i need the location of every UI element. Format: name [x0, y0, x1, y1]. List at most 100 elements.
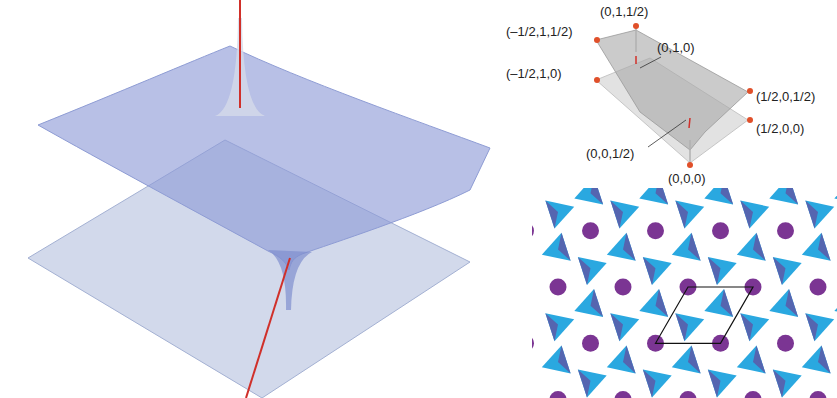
- tetrahedron-face: [818, 345, 831, 373]
- tetrahedron-face: [818, 233, 831, 261]
- tetrahedron: [802, 233, 831, 261]
- tetrahedron: [643, 257, 672, 285]
- surface-render: [28, 0, 490, 398]
- coordinate-label: (–1/2,1,0): [506, 66, 562, 81]
- coordinate-label: (0,0,0): [668, 171, 706, 186]
- tetrahedron-face: [591, 188, 604, 205]
- tetrahedron-face: [721, 188, 734, 205]
- point-marker: [594, 37, 600, 43]
- tetrahedron-face: [643, 257, 656, 285]
- cation-atom: [680, 391, 697, 398]
- tetrahedron: [737, 233, 766, 261]
- red-line: [689, 118, 690, 128]
- tetrahedron-face: [688, 345, 701, 373]
- upper-surface: [38, 46, 490, 270]
- tetrahedron: [834, 188, 837, 205]
- tetrahedron-face: [753, 345, 766, 373]
- tetrahedron-face: [623, 345, 636, 373]
- tetrahedron: [704, 289, 733, 317]
- spike: [635, 28, 637, 52]
- tetrahedron: [542, 233, 571, 261]
- tetrahedron-face: [740, 201, 753, 229]
- tetrahedron: [610, 201, 639, 229]
- point-marker: [633, 23, 639, 29]
- tetrahedron: [740, 313, 769, 341]
- spike: [689, 140, 691, 163]
- tetrahedron: [769, 188, 798, 205]
- cation-atom: [615, 279, 632, 296]
- tetrahedron: [773, 257, 802, 285]
- tetrahedron: [574, 289, 603, 317]
- tetrahedron-face: [643, 370, 656, 398]
- tetrahedron-face: [786, 289, 799, 317]
- coordinate-label: (0,0,1/2): [586, 146, 634, 161]
- cation-atom: [777, 335, 794, 352]
- point-marker: [747, 88, 753, 94]
- coordinate-label: (0,1,1/2): [600, 4, 648, 19]
- tetrahedron: [545, 313, 574, 341]
- tetrahedron: [672, 233, 701, 261]
- unit-cell: [656, 287, 754, 343]
- tetrahedron-face: [688, 233, 701, 261]
- cation-atom: [550, 391, 567, 398]
- cation-atom: [550, 279, 567, 296]
- tetrahedron-face: [558, 345, 571, 373]
- cation-atom: [615, 391, 632, 398]
- tetrahedron: [578, 370, 607, 398]
- point-marker: [594, 77, 600, 83]
- tetrahedron: [607, 233, 636, 261]
- tetrahedron-face: [545, 201, 558, 229]
- cation-atom: [810, 391, 827, 398]
- red-line: [239, 0, 241, 108]
- tetrahedron: [607, 345, 636, 373]
- tetrahedron-face: [773, 370, 786, 398]
- tetrahedron: [675, 201, 704, 229]
- tetrahedron: [675, 313, 704, 341]
- red-line: [635, 56, 637, 64]
- tetrahedron-face: [708, 257, 721, 285]
- tetrahedron: [672, 345, 701, 373]
- tetrahedron: [773, 370, 802, 398]
- tetrahedron-face: [623, 233, 636, 261]
- coordinate-label: (1/2,0,1/2): [756, 89, 815, 104]
- tetrahedron: [578, 257, 607, 285]
- tetrahedron-face: [578, 370, 591, 398]
- tetrahedron: [639, 289, 668, 317]
- point-marker: [747, 117, 753, 123]
- cation-atom: [712, 222, 729, 239]
- tetrahedron: [639, 188, 668, 205]
- tetrahedron: [802, 345, 831, 373]
- tetrahedron-face: [610, 313, 623, 341]
- tetrahedron-face: [753, 233, 766, 261]
- tetrahedron-face: [675, 313, 688, 341]
- leader-line: [648, 120, 686, 147]
- tetrahedron-face: [558, 233, 571, 261]
- tetrahedron-face: [656, 188, 669, 205]
- cation-atom: [532, 222, 534, 239]
- cation-atom: [647, 222, 664, 239]
- tetrahedron: [643, 370, 672, 398]
- cation-atom: [810, 279, 827, 296]
- tetrahedron-face: [578, 257, 591, 285]
- tetrahedron-face: [805, 201, 818, 229]
- tetrahedron: [708, 370, 737, 398]
- coordinate-label: (1/2,0,0): [756, 121, 804, 136]
- tetrahedron-face: [610, 201, 623, 229]
- upper-surface: [596, 30, 748, 150]
- cation-atom: [777, 222, 794, 239]
- coordinate-label: (0,1,0): [657, 40, 695, 55]
- tetrahedron: [834, 289, 837, 317]
- tetrahedron: [704, 188, 733, 205]
- tetrahedron: [610, 313, 639, 341]
- cation-atom: [582, 335, 599, 352]
- tetrahedron: [769, 289, 798, 317]
- tetrahedron-face: [591, 289, 604, 317]
- coordinate-label: (–1/2,1,1/2): [506, 24, 573, 39]
- tetrahedron-face: [786, 188, 799, 205]
- tetrahedron-face: [773, 257, 786, 285]
- crystal-structure: [532, 188, 837, 398]
- tetrahedron-face: [545, 313, 558, 341]
- tetrahedron: [542, 345, 571, 373]
- tetrahedron: [545, 201, 574, 229]
